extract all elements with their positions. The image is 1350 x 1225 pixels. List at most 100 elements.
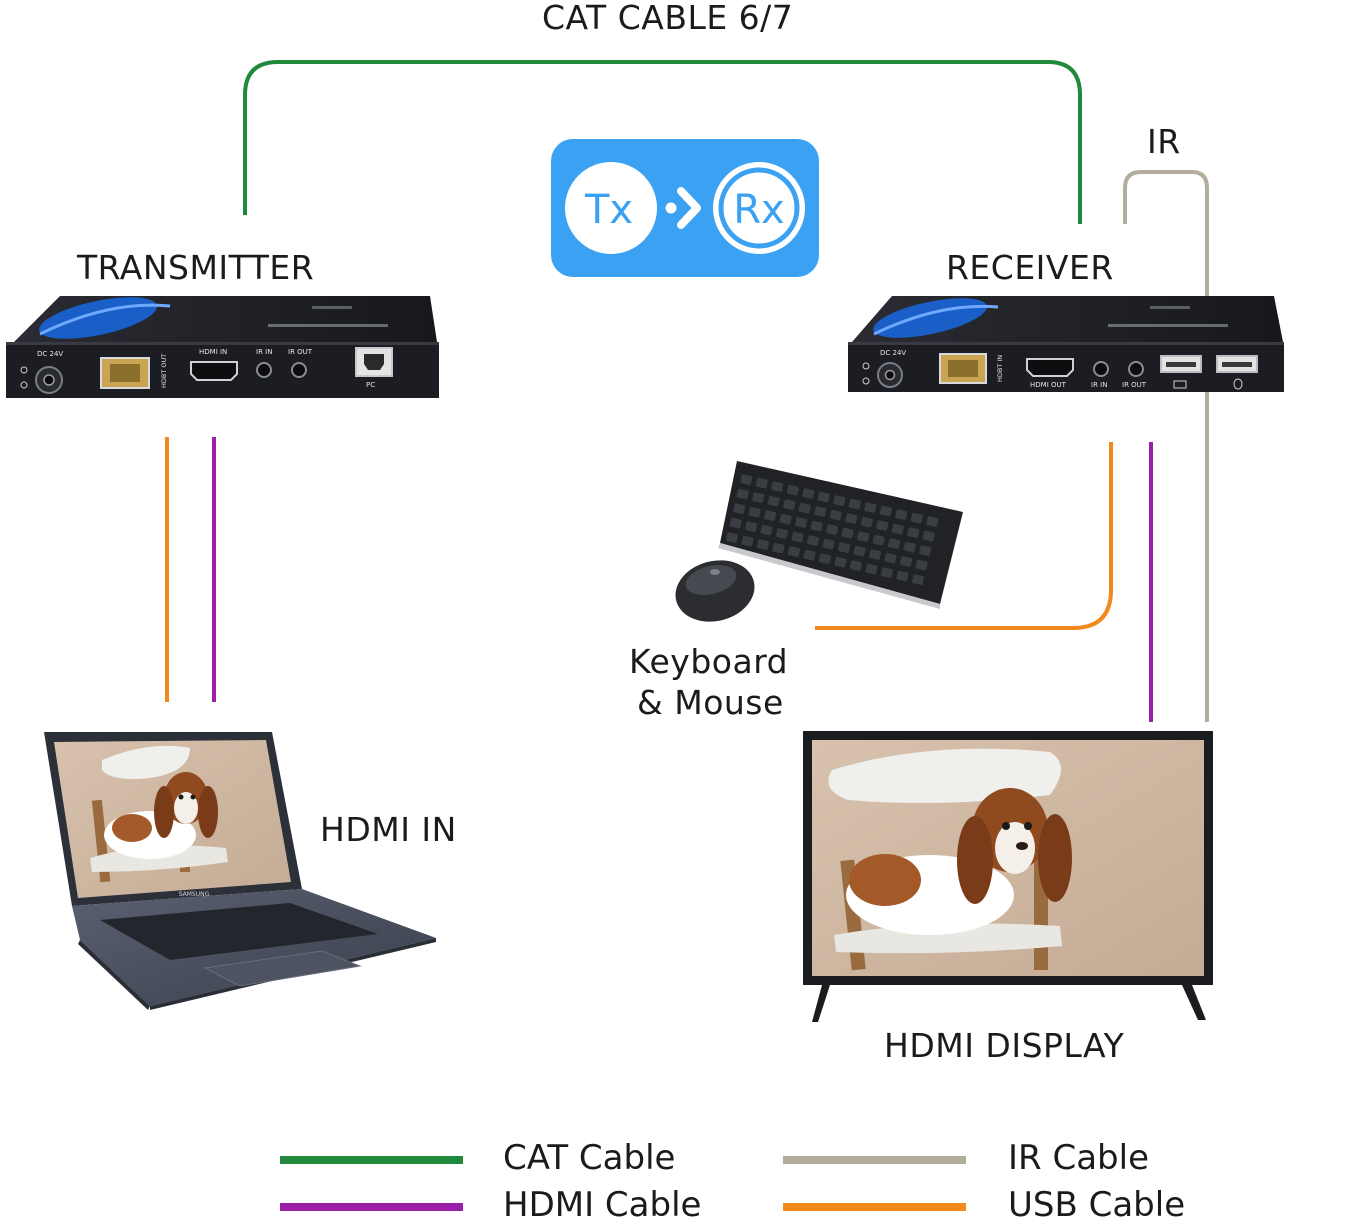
legend-label-usb: USB Cable bbox=[1008, 1185, 1186, 1225]
keyboard-key bbox=[903, 541, 916, 553]
keyboard-key bbox=[884, 552, 897, 564]
chevron-right-icon bbox=[677, 187, 701, 229]
keyboard-image bbox=[718, 461, 963, 609]
keyboard-key bbox=[817, 491, 830, 503]
keyboard-key bbox=[822, 538, 835, 550]
legend-label-hdmi: HDMI Cable bbox=[503, 1185, 702, 1225]
keyboard-key bbox=[880, 567, 894, 578]
keyboard-key bbox=[787, 546, 801, 557]
keyboard-key bbox=[783, 499, 796, 510]
keyboard-key bbox=[833, 495, 846, 506]
tx-ir-in-jack-icon bbox=[256, 362, 272, 378]
tx-port-label-hdbt: HDBT OUT bbox=[160, 354, 168, 388]
legend-label-cat: CAT Cable bbox=[503, 1138, 676, 1178]
tx-hdmi-port-icon bbox=[190, 361, 238, 381]
keyboard-key bbox=[779, 513, 792, 525]
tx-port-label-dc: DC 24V bbox=[37, 350, 63, 358]
transmitter-device: DC 24V HDBT OUT HDMI IN IR IN IR OUT PC bbox=[6, 296, 439, 398]
keyboard-key bbox=[736, 488, 749, 500]
tx-rx-badge: Tx Rx bbox=[551, 139, 819, 277]
keyboard-key bbox=[910, 512, 923, 524]
keyboard-key bbox=[907, 527, 920, 538]
keyboard-mouse-label-line2: & Mouse bbox=[637, 683, 784, 722]
keyboard-key bbox=[810, 520, 823, 532]
cat-cable-line bbox=[243, 60, 1082, 224]
ir-label: IR bbox=[1147, 122, 1181, 161]
keyboard-key bbox=[791, 531, 804, 543]
keyboard-key bbox=[888, 538, 901, 549]
keyboard-key bbox=[911, 574, 925, 585]
rx-port-label-hdbt: HDBT IN bbox=[996, 355, 1004, 382]
hdmi-in-label: HDMI IN bbox=[320, 810, 457, 849]
rx-port-label-ir-out: IR OUT bbox=[1122, 381, 1147, 389]
mouse-small-icon bbox=[1233, 378, 1243, 390]
keyboard-key bbox=[772, 542, 785, 554]
arrow-dot-icon bbox=[665, 202, 677, 214]
keyboard-key bbox=[741, 535, 754, 547]
rx-circle-icon bbox=[713, 162, 805, 254]
laptop-image: SAMSUNG bbox=[44, 732, 436, 1010]
keyboard-key bbox=[748, 506, 761, 518]
laptop-brand-text: SAMSUNG bbox=[179, 891, 210, 898]
rx-hdmi-port-icon bbox=[1026, 358, 1074, 377]
keyboard-key bbox=[837, 542, 851, 553]
keyboard-key bbox=[848, 498, 861, 510]
keyboard-key bbox=[896, 570, 909, 582]
keyboard-key bbox=[806, 535, 820, 546]
keyboard-key bbox=[818, 553, 832, 564]
rx-port-label-dc: DC 24V bbox=[880, 349, 906, 357]
keyboard-key bbox=[857, 531, 870, 542]
keyboard-small-icon bbox=[1173, 380, 1187, 389]
keyboard-key bbox=[795, 517, 808, 528]
keyboard-key bbox=[926, 516, 939, 527]
keyboard-key bbox=[895, 509, 908, 520]
rx-port-label-hdmi: HDMI OUT bbox=[1030, 381, 1067, 389]
keyboard-key bbox=[876, 520, 889, 531]
keyboard-key bbox=[786, 484, 799, 496]
rx-ir-out-jack-icon bbox=[1128, 361, 1144, 377]
keyboard-key bbox=[798, 502, 811, 514]
rx-text: Rx bbox=[733, 187, 784, 233]
tx-port-label-ir-in: IR IN bbox=[256, 348, 272, 356]
keyboard-key bbox=[891, 523, 904, 535]
tx-port-label-pc: PC bbox=[366, 381, 375, 389]
keyboard-key bbox=[841, 527, 854, 539]
keyboard-key bbox=[755, 477, 768, 489]
keyboard-key bbox=[775, 528, 789, 539]
keyboard-key bbox=[752, 492, 765, 503]
keyboard-key bbox=[771, 481, 784, 492]
keyboard-key bbox=[849, 560, 863, 571]
tx-port-label-hdmi: HDMI IN bbox=[199, 348, 227, 356]
receiver-label: RECEIVER bbox=[946, 248, 1114, 287]
keyboard-key bbox=[826, 524, 839, 535]
keyboard-key bbox=[872, 534, 885, 546]
keyboard-key bbox=[860, 516, 873, 528]
rx-port-label-ir-in: IR IN bbox=[1091, 381, 1107, 389]
keyboard-key bbox=[764, 510, 777, 521]
keyboard-key bbox=[899, 556, 913, 567]
keyboard-key bbox=[756, 539, 770, 550]
keyboard-key bbox=[834, 556, 847, 568]
rx-ir-in-jack-icon bbox=[1093, 361, 1109, 377]
keyboard-key bbox=[760, 524, 773, 536]
keyboard-key bbox=[868, 549, 882, 560]
keyboard-key bbox=[915, 559, 928, 571]
rx-usb-cable-line bbox=[815, 442, 1113, 630]
keyboard-key bbox=[729, 517, 742, 529]
keyboard-key bbox=[802, 488, 815, 499]
keyboard-key bbox=[879, 505, 892, 517]
receiver-device: DC 24V HDBT IN HDMI OUT IR IN IR OUT bbox=[848, 296, 1284, 392]
keyboard-key bbox=[845, 513, 858, 524]
tx-port-label-ir-out: IR OUT bbox=[288, 348, 313, 356]
keyboard-key bbox=[864, 502, 877, 513]
laptop-keyboard bbox=[100, 903, 378, 960]
tv-display-image bbox=[803, 731, 1213, 1022]
ir-cable-line bbox=[1123, 170, 1209, 722]
hdmi-display-label: HDMI DISPLAY bbox=[884, 1026, 1125, 1065]
transmitter-label: TRANSMITTER bbox=[77, 248, 315, 287]
keyboard-key bbox=[919, 545, 932, 556]
keyboard-key bbox=[767, 495, 780, 507]
keyboard-key bbox=[922, 530, 935, 542]
keyboard-key bbox=[853, 545, 866, 557]
